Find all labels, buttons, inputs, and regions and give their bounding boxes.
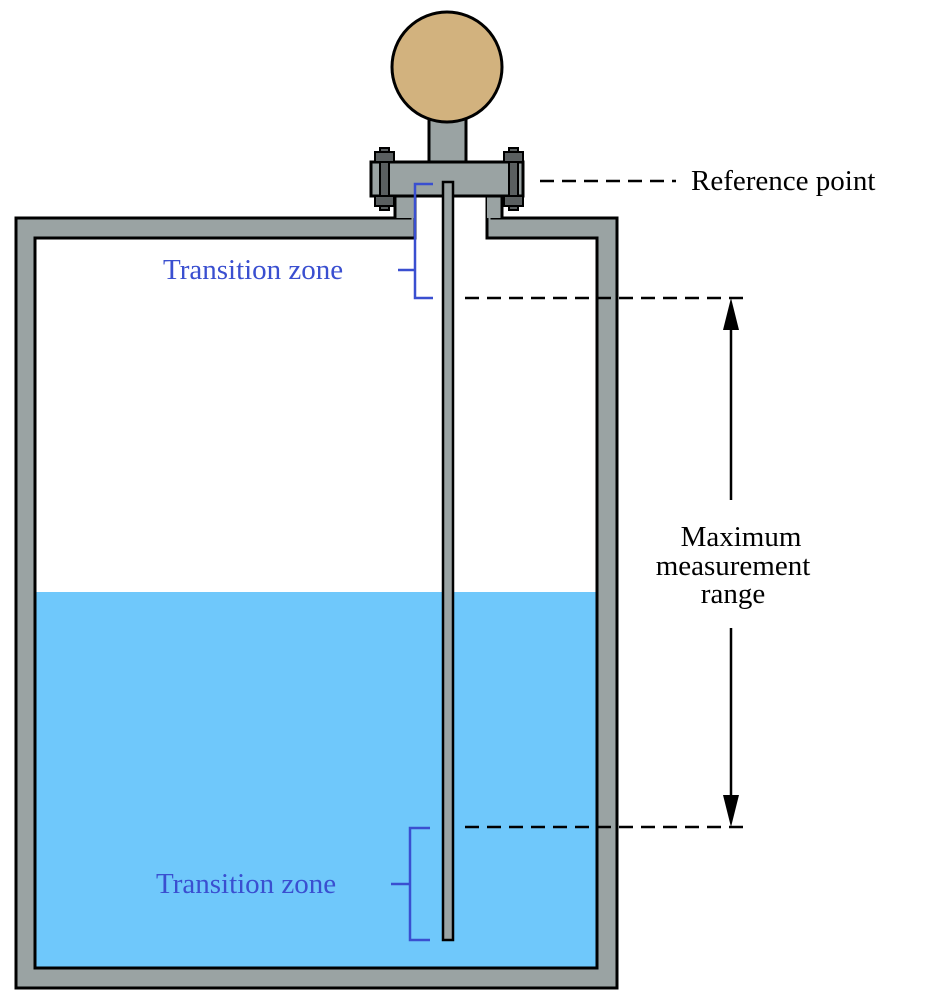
probe-rod (441, 180, 455, 942)
transition-zone-top-label: Transition zone (163, 254, 343, 286)
range-arrow-up-head (723, 298, 739, 330)
max-range-label-line2: measurement (656, 550, 811, 582)
bolt-left (374, 147, 395, 211)
reference-point-label: Reference point (691, 165, 875, 197)
bolt-right (503, 147, 524, 211)
transition-zone-bottom-label: Transition zone (156, 868, 336, 900)
liquid (35, 592, 597, 968)
nozzle-wall-right (487, 196, 502, 218)
transition-zone-top-bracket (398, 182, 433, 300)
max-range-label-line1: Maximum (681, 521, 802, 553)
tank-inner-outline (33, 196, 599, 970)
nozzle-wall-left (395, 196, 415, 218)
range-arrow-down-head (723, 795, 739, 827)
transmitter-head (390, 10, 504, 124)
max-range-label-line3: range (701, 578, 765, 610)
transition-zone-bottom-bracket (391, 826, 430, 942)
